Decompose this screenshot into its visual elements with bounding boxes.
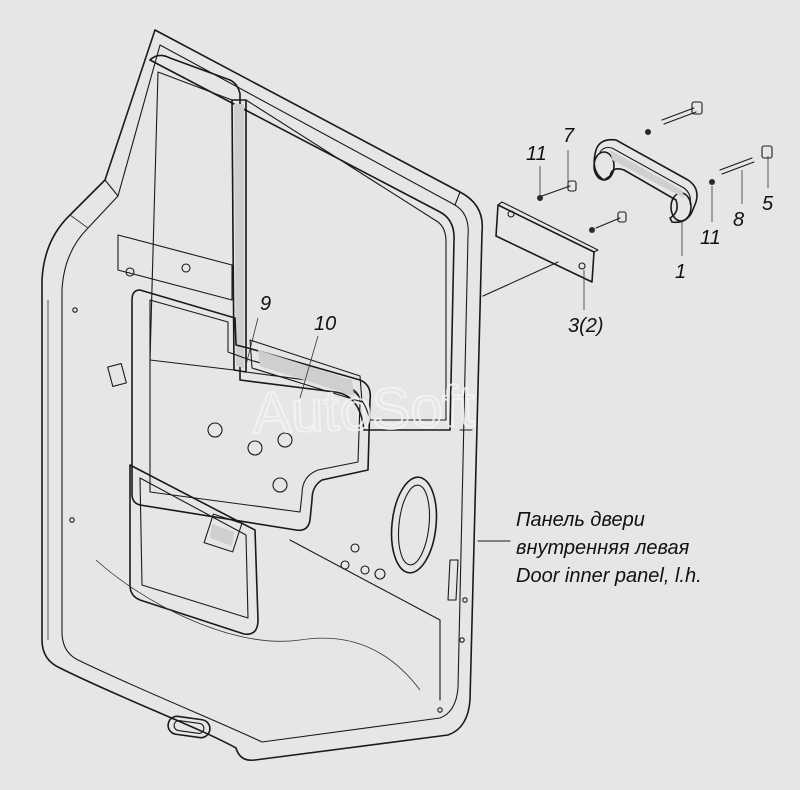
callout-7: 7: [563, 125, 575, 147]
leader-lines: [245, 150, 769, 542]
watermark: AutoSoft: [251, 373, 476, 446]
panel-caption: Панель двери внутренняя левая Door inner…: [516, 509, 702, 587]
callout-11-lower: 11: [700, 227, 721, 249]
caption-line-ru-1: Панель двери: [516, 509, 645, 531]
callout-3: 3(2): [568, 315, 604, 337]
caption-line-ru-2: внутренняя левая: [516, 537, 690, 559]
grab-handle-assembly: [482, 101, 773, 297]
callout-9: 9: [260, 293, 271, 315]
callout-5: 5: [762, 193, 774, 215]
callout-1: 1: [675, 261, 686, 283]
callout-11-upper: 11: [526, 143, 547, 165]
door-inner-panel: [41, 29, 484, 762]
caption-line-en: Door inner panel, l.h.: [516, 565, 702, 587]
callout-labels: 1 3(2) 5 7 8 9 10 11 11: [260, 125, 774, 337]
callout-10: 10: [314, 313, 336, 335]
callout-8: 8: [733, 209, 744, 231]
